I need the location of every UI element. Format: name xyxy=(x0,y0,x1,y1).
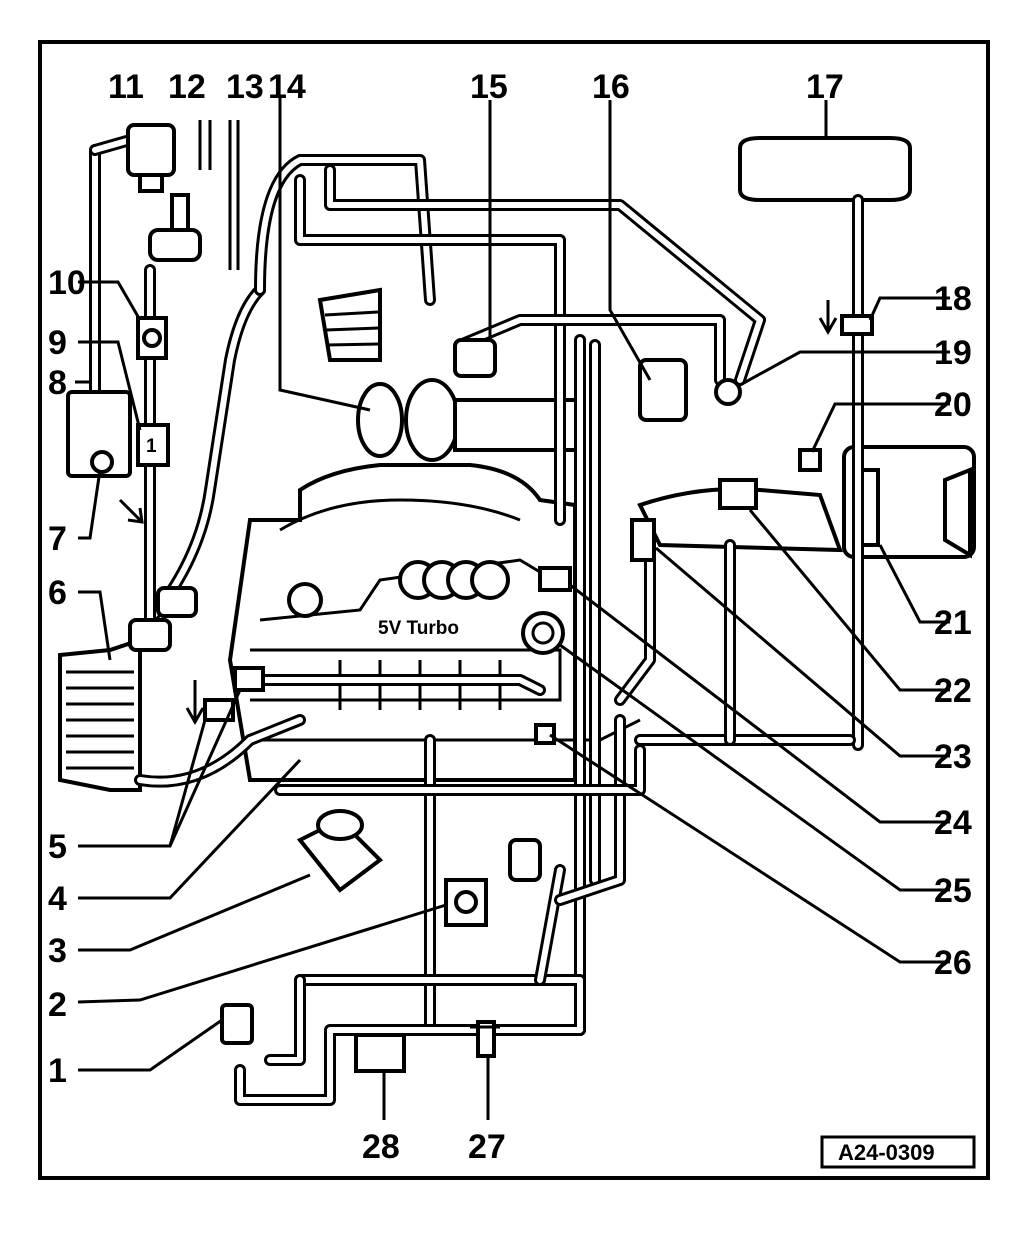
callout-2: 2 xyxy=(48,986,67,1024)
callout-11: 11 xyxy=(108,68,144,106)
engine-label: 5V Turbo xyxy=(378,618,459,639)
callout-19: 19 xyxy=(934,334,972,372)
left-vacuum-lines xyxy=(89,120,240,646)
callout-15: 15 xyxy=(470,68,508,106)
callout-4: 4 xyxy=(48,880,67,918)
callout-9: 9 xyxy=(48,324,67,362)
callout-26: 26 xyxy=(934,944,972,982)
callout-13: 13 xyxy=(226,68,264,106)
callout-25: 25 xyxy=(934,872,972,910)
callout-8: 8 xyxy=(48,364,67,402)
callout-28: 28 xyxy=(362,1128,400,1166)
callout-20: 20 xyxy=(934,386,972,424)
callout-23: 23 xyxy=(934,738,972,776)
callout-17: 17 xyxy=(806,68,844,106)
callout-24: 24 xyxy=(934,804,972,842)
callout-22: 22 xyxy=(934,672,972,710)
callout-27: 27 xyxy=(468,1128,506,1166)
vacuum-reservoir xyxy=(738,136,912,751)
callout-21: 21 xyxy=(934,604,972,642)
callout-3: 3 xyxy=(48,932,67,970)
callout-7: 7 xyxy=(48,520,67,558)
lower-vacuum-lines xyxy=(234,539,856,1106)
figure-id: A24-0309 xyxy=(838,1140,935,1165)
callout-10: 10 xyxy=(48,264,86,302)
callout-5: 5 xyxy=(48,828,67,866)
diagram-frame xyxy=(38,40,990,1180)
intake-assembly xyxy=(317,287,843,553)
callout-6: 6 xyxy=(48,574,67,612)
callout-12: 12 xyxy=(168,68,206,106)
callout-16: 16 xyxy=(592,68,630,106)
component-parts: 1 xyxy=(66,123,874,1073)
callout-labels: 1 2 3 4 5 6 7 8 9 10 11 12 13 14 15 16 1… xyxy=(48,68,972,1166)
leader-lines xyxy=(75,95,950,1120)
callout-14: 14 xyxy=(268,68,306,106)
figure-id-box: A24-0309 xyxy=(820,1135,976,1169)
callout-1: 1 xyxy=(48,1052,67,1090)
callout-18: 18 xyxy=(934,280,972,318)
valve-9-label: 1 xyxy=(146,436,157,457)
